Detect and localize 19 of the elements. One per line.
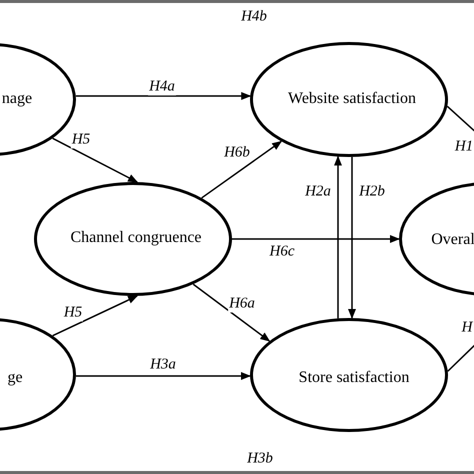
path-arrow [192, 284, 270, 342]
path-arrow [232, 235, 400, 243]
path-arrow [201, 140, 282, 199]
path-arrow [334, 156, 342, 318]
path-arrow [52, 138, 138, 183]
construct-name: Overal [431, 231, 474, 249]
path-arrow [348, 156, 356, 320]
hypothesis-label: H5 [70, 132, 92, 148]
hypothesis-label: H6a [228, 296, 256, 312]
construct-name: Store satisfaction [298, 369, 410, 387]
hypothesis-label: H5 [62, 304, 84, 322]
path-arrow [76, 372, 252, 380]
construct-name: nage [2, 90, 32, 108]
path-arrow [52, 295, 138, 336]
construct-name: ge [7, 369, 23, 387]
path-arrow [76, 92, 252, 100]
construct-name: Channel congruence [70, 229, 202, 247]
hypothesis-label: H4a [148, 78, 176, 96]
construct-name: Website satisfaction [288, 90, 416, 108]
